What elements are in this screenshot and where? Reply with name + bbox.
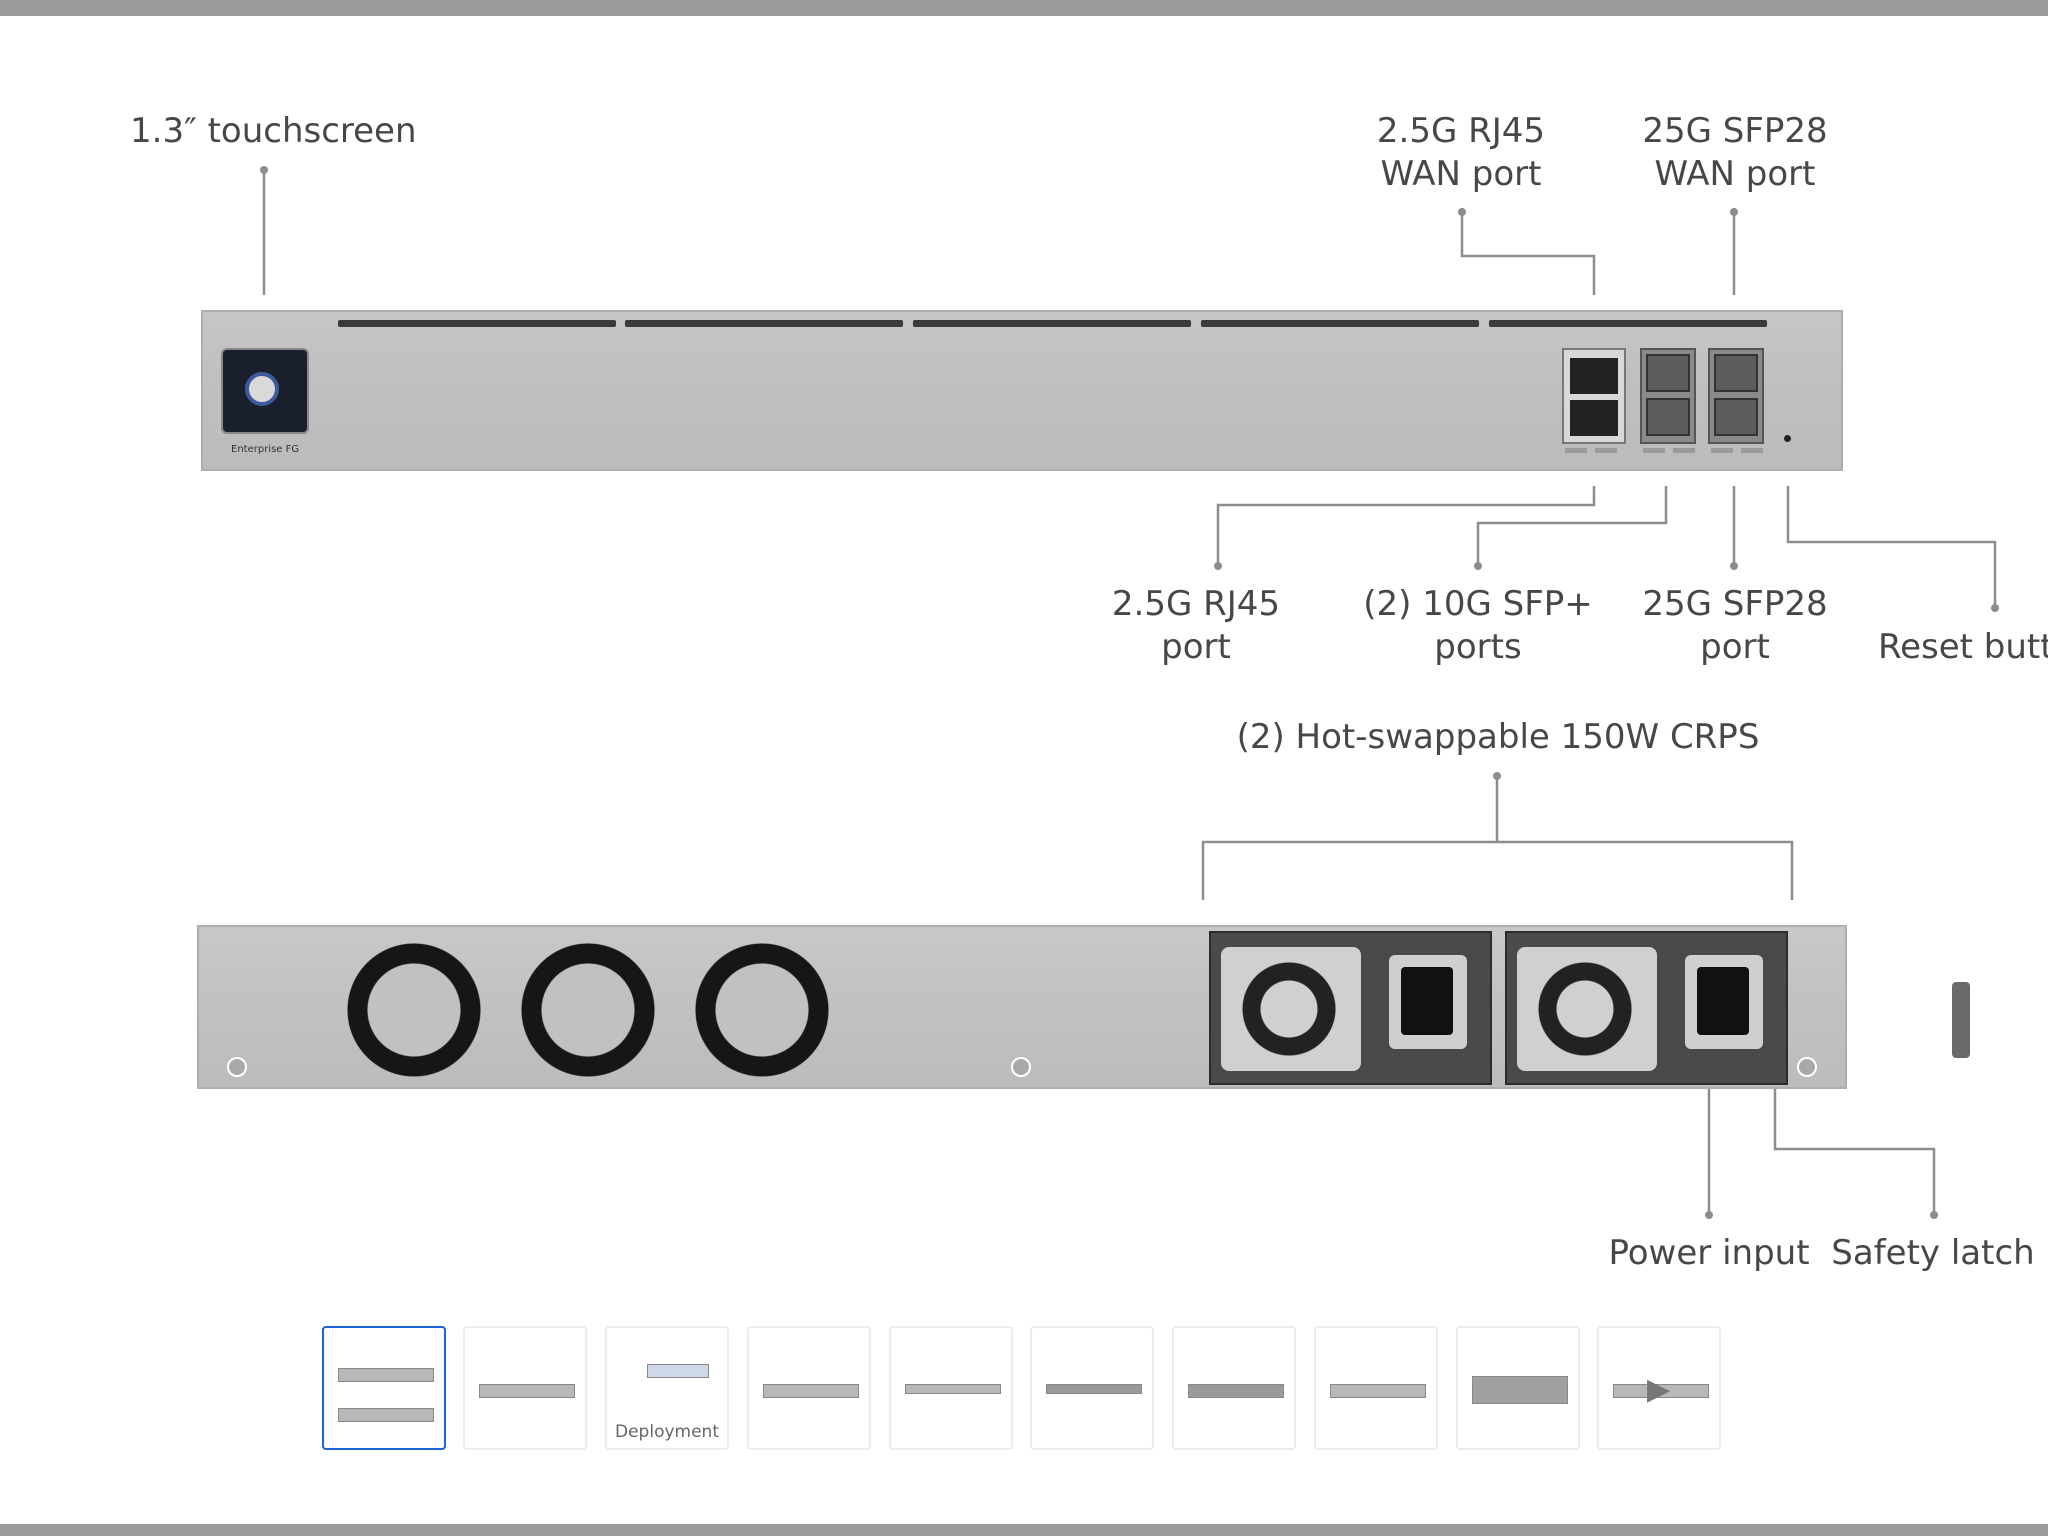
thumbnail-image [905,1384,1001,1394]
thumbnail-5[interactable] [889,1326,1013,1450]
thumbnail-image [479,1384,575,1398]
thumbnail-image [1330,1384,1426,1398]
screw-icon [1797,1057,1817,1077]
thumbnail-image [1472,1376,1568,1404]
thumbnail-7[interactable] [1172,1326,1296,1450]
thumbnail-8[interactable] [1314,1326,1438,1450]
sfp-plus-port-block [1640,348,1696,444]
safety-latch [1952,982,1970,1058]
bottom-bar [0,1524,2048,1536]
status-led [1565,448,1587,453]
play-icon: ▶ [1647,1372,1671,1407]
vent-slot [913,320,1191,327]
fan-vent [347,943,481,1077]
psu-fan [1221,947,1361,1071]
sfp28-port [1714,398,1758,436]
thumbnail-image [1613,1384,1709,1398]
power-input [1685,955,1763,1049]
front-panel: Enterprise FG [201,310,1843,471]
thumbnail-image [338,1408,434,1422]
label-power-input: Power input [1608,1233,1810,1273]
vent-slot [625,320,903,327]
vent-slot [338,320,616,327]
thumbnail-9[interactable] [1456,1326,1580,1450]
thumbnail-image [1046,1384,1142,1394]
label-crps: (2) Hot-swappable 150W CRPS [1236,717,1760,757]
status-led [1595,448,1617,453]
touchscreen [221,348,309,434]
power-inlet-socket [1697,967,1749,1035]
thumbnail-image [1188,1384,1284,1398]
top-bar [0,0,2048,16]
power-inlet [1389,955,1467,1049]
fan-vent [695,943,829,1077]
label-rj45-port: 2.5G RJ45 port [1111,584,1281,667]
thumbnail-image [647,1364,709,1378]
sfp-plus-port [1646,354,1690,392]
thumbnail-image [338,1368,434,1382]
status-led [1673,448,1695,453]
thumbnail-10[interactable]: ▶ [1597,1326,1721,1450]
thumbnail-1[interactable] [322,1326,446,1450]
thumbnail-image [763,1384,859,1398]
brand-label: Enterprise FG [231,444,300,455]
thumbnail-2[interactable] [463,1326,587,1450]
rj45-port-block [1562,348,1626,444]
thumbnail-4[interactable] [747,1326,871,1450]
rj45-wan-port [1570,358,1618,394]
reset-button [1784,435,1791,442]
status-led [1741,448,1763,453]
psu-fan-blades [1235,955,1343,1063]
label-sfp-plus-ports: (2) 10G SFP+ ports [1363,584,1593,667]
thumbnail-deployment[interactable]: Deployment [605,1326,729,1450]
psu-fan-blades [1531,955,1639,1063]
vent-slot [1489,320,1767,327]
label-reset-button: Reset butto [1878,627,2048,667]
screw-icon [227,1057,247,1077]
thumbnail-caption: Deployment [615,1422,719,1442]
touchscreen-ring [245,372,279,406]
thumbnail-6[interactable] [1030,1326,1154,1450]
psu-module [1209,931,1492,1085]
screw-icon [1011,1057,1031,1077]
label-rj45-wan-port: 2.5G RJ45 WAN port [1376,111,1546,194]
label-touchscreen: 1.3″ touchscreen [130,111,417,151]
rear-panel [197,925,1970,1089]
vent-slot [1201,320,1479,327]
label-safety-latch: Safety latch [1831,1233,2035,1273]
psu-fan [1517,947,1657,1071]
sfp28-port-block [1708,348,1764,444]
status-led [1643,448,1665,453]
label-sfp28-wan-port: 25G SFP28 WAN port [1642,111,1828,194]
status-led [1711,448,1733,453]
psu-module [1505,931,1788,1085]
fan-vent [521,943,655,1077]
power-inlet-socket [1401,967,1453,1035]
label-sfp28-port: 25G SFP28 port [1642,584,1828,667]
rj45-port [1570,400,1618,436]
sfp-plus-port [1646,398,1690,436]
sfp28-wan-port [1714,354,1758,392]
